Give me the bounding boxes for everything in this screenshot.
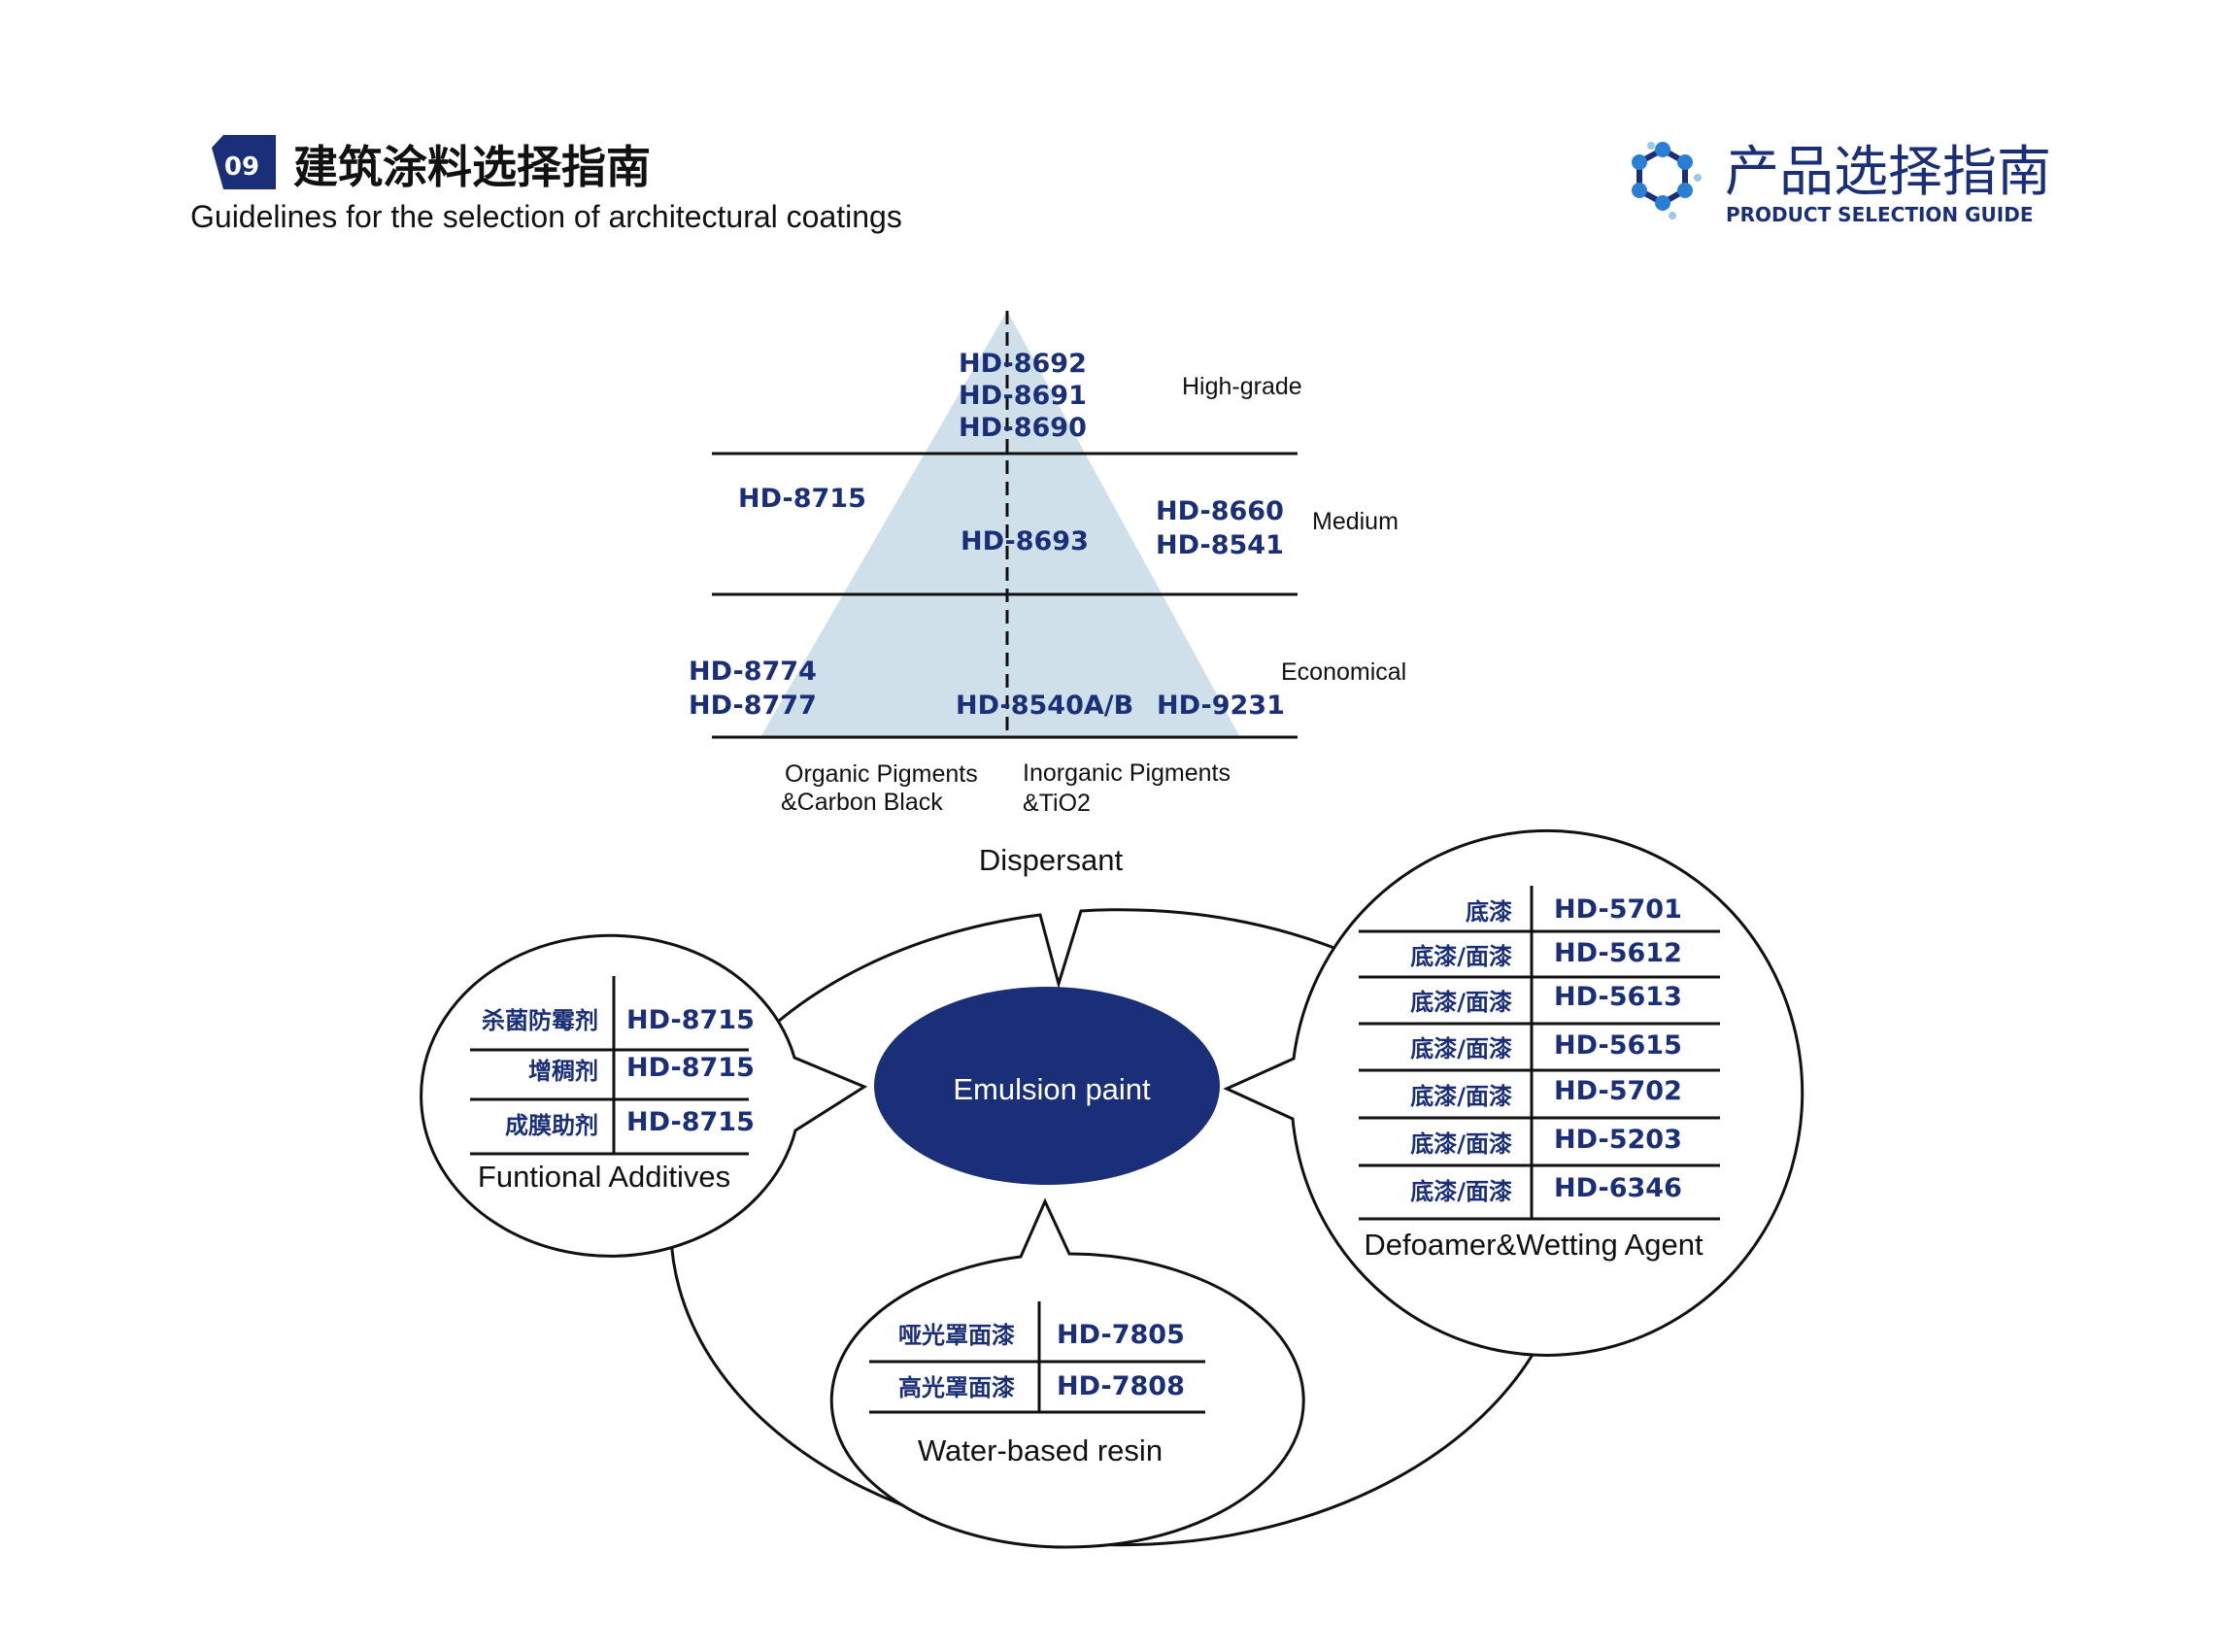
additives-bubble: 杀菌防霉剂 HD-8715 增稠剂 HD-8715 成膜助剂 HD-8715 F…	[420, 933, 868, 1258]
code-label: HD-8693	[961, 526, 1089, 556]
code-label: HD-7808	[1057, 1371, 1185, 1401]
page-title: 建筑涂料选择指南	[293, 141, 651, 193]
code-label: HD-8692	[959, 349, 1087, 379]
product-type-label: 底漆/面漆	[1410, 989, 1512, 1016]
badge-arrow-shape	[212, 135, 276, 189]
code-label: HD-8541	[1156, 530, 1284, 560]
level-label-economical: Economical	[1281, 658, 1406, 686]
level-label-medium: Medium	[1312, 508, 1399, 535]
emulsion-paint-ellipse	[874, 987, 1220, 1185]
product-type-label: 哑光罩面漆	[898, 1322, 1015, 1349]
brand-subtitle: PRODUCT SELECTION GUIDE	[1726, 203, 2033, 226]
product-type-label: 底漆/面漆	[1410, 1130, 1512, 1158]
section-badge: 09	[212, 135, 276, 189]
dispersant-pyramid	[759, 311, 1241, 739]
code-label: HD-8660	[1156, 496, 1284, 526]
code-label: HD-8774	[689, 657, 817, 687]
product-type-label: 增稠剂	[528, 1058, 598, 1085]
axis-label-right: &TiO2	[1023, 790, 1091, 817]
page-subtitle: Guidelines for the selection of architec…	[190, 199, 902, 234]
code-label: HD-5702	[1554, 1076, 1682, 1106]
resin-caption: Water-based resin	[918, 1433, 1163, 1467]
emulsion-paint-node: Emulsion paint	[874, 987, 1220, 1185]
code-label: HD-8715	[626, 1107, 755, 1137]
badge-number: 09	[224, 152, 259, 182]
code-label: HD-6346	[1554, 1173, 1682, 1203]
code-label: HD-8715	[626, 1005, 755, 1035]
code-label: HD-8540A/B	[956, 691, 1133, 721]
product-type-label: 高光罩面漆	[898, 1374, 1015, 1401]
code-label: HD-7805	[1057, 1320, 1185, 1350]
level-label-high: High-grade	[1182, 373, 1302, 400]
code-label: HD-5203	[1554, 1125, 1682, 1155]
axis-label-left: Organic Pigments	[785, 760, 978, 788]
defoamer-bubble-outline	[1223, 829, 1804, 1357]
molecule-icon	[1632, 142, 1702, 219]
code-label: HD-5615	[1554, 1030, 1682, 1061]
axis-label-left: &Carbon Black	[781, 789, 943, 816]
product-type-label: 成膜助剂	[505, 1112, 598, 1139]
dispersant-caption: Dispersant	[979, 843, 1124, 877]
additives-bubble-outline	[420, 933, 868, 1258]
product-type-label: 底漆	[1466, 898, 1512, 926]
code-label: HD-8777	[689, 691, 817, 721]
product-type-label: 杀菌防霉剂	[482, 1007, 598, 1034]
code-label: HD-8715	[626, 1053, 755, 1083]
resin-bubble: 哑光罩面漆 HD-7805 高光罩面漆 HD-7808 Water-based …	[829, 1197, 1305, 1549]
brand-title: 产品选择指南	[1725, 141, 2051, 204]
additives-caption: Funtional Additives	[478, 1160, 730, 1194]
code-label: HD-5613	[1554, 982, 1682, 1012]
axis-label-right: Inorganic Pigments	[1023, 759, 1231, 787]
code-label: HD-5612	[1554, 938, 1682, 968]
code-label: HD-5701	[1554, 894, 1682, 925]
code-label: HD-8715	[738, 484, 866, 514]
defoamer-caption: Defoamer&Wetting Agent	[1364, 1228, 1703, 1262]
code-label: HD-8690	[959, 413, 1087, 443]
resin-bubble-outline	[829, 1197, 1305, 1549]
product-type-label: 底漆/面漆	[1410, 1035, 1512, 1062]
product-type-label: 底漆/面漆	[1410, 1083, 1512, 1110]
emulsion-paint-label: Emulsion paint	[953, 1072, 1151, 1106]
product-type-label: 底漆/面漆	[1410, 943, 1512, 970]
code-label: HD-9231	[1157, 691, 1285, 721]
product-type-label: 底漆/面漆	[1410, 1178, 1512, 1205]
defoamer-bubble: 底漆 HD-5701 底漆/面漆 HD-5612 底漆/面漆 HD-5613 底…	[1223, 829, 1804, 1357]
code-label: HD-8691	[959, 381, 1087, 411]
